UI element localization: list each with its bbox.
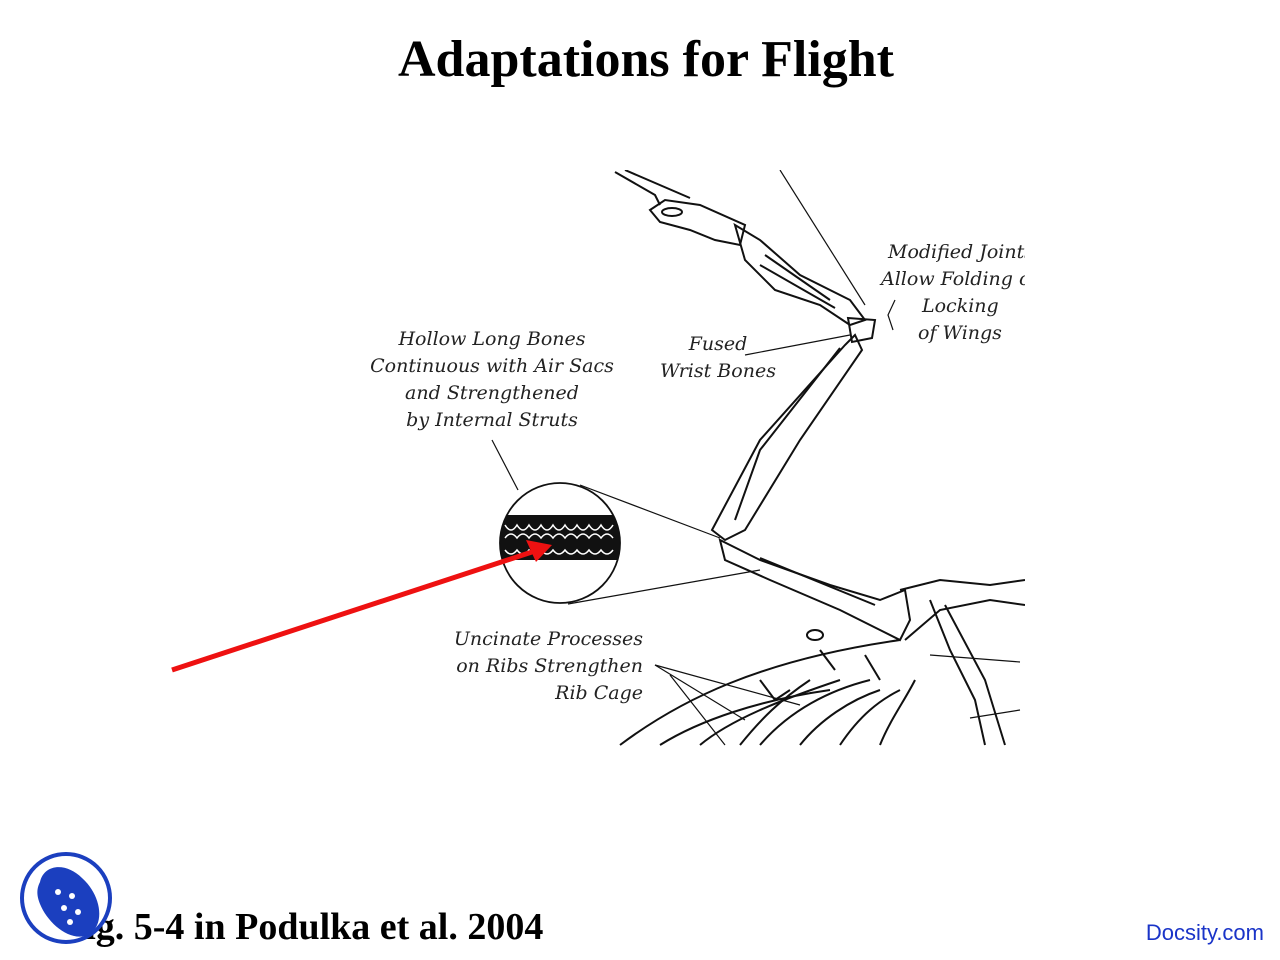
wing-skeleton [614, 170, 1025, 746]
svg-text:Continuous with Air Sacs: Continuous with Air Sacs [370, 355, 614, 377]
label-uncinate: Uncinate Processes on Ribs Strengthen Ri… [454, 628, 643, 704]
svg-text:by Internal Struts: by Internal Struts [406, 409, 578, 431]
docsity-logo-icon [20, 852, 112, 944]
label-fused-wrist: Fused Wrist Bones [660, 333, 776, 382]
svg-text:Fused: Fused [688, 333, 748, 355]
red-arrow-icon [171, 540, 552, 673]
svg-text:and Strengthened: and Strengthened [405, 382, 579, 404]
svg-text:Wrist Bones: Wrist Bones [660, 360, 776, 382]
svg-text:Hollow Long Bones: Hollow Long Bones [397, 328, 585, 350]
bone-cross-section-inset [491, 439, 761, 605]
svg-text:Locking: Locking [921, 295, 999, 317]
svg-text:of Wings: of Wings [918, 322, 1002, 344]
label-hollow-bones: Hollow Long Bones Continuous with Air Sa… [370, 328, 614, 431]
docsity-link[interactable]: Docsity.com [1145, 920, 1264, 945]
slide-title: Adaptations for Flight [398, 31, 894, 88]
svg-text:Allow Folding o: Allow Folding o [879, 268, 1030, 290]
figure-caption: Fig. 5-4 in Podulka et al. 2004 [62, 906, 544, 948]
label-modified-joints: Modified Joints Allow Folding o Locking … [879, 241, 1034, 344]
svg-text:Uncinate Processes: Uncinate Processes [454, 628, 643, 650]
svg-text:Modified Joints: Modified Joints [887, 241, 1034, 263]
svg-text:on Ribs Strengthen: on Ribs Strengthen [456, 655, 643, 677]
svg-text:Rib Cage: Rib Cage [554, 682, 643, 704]
